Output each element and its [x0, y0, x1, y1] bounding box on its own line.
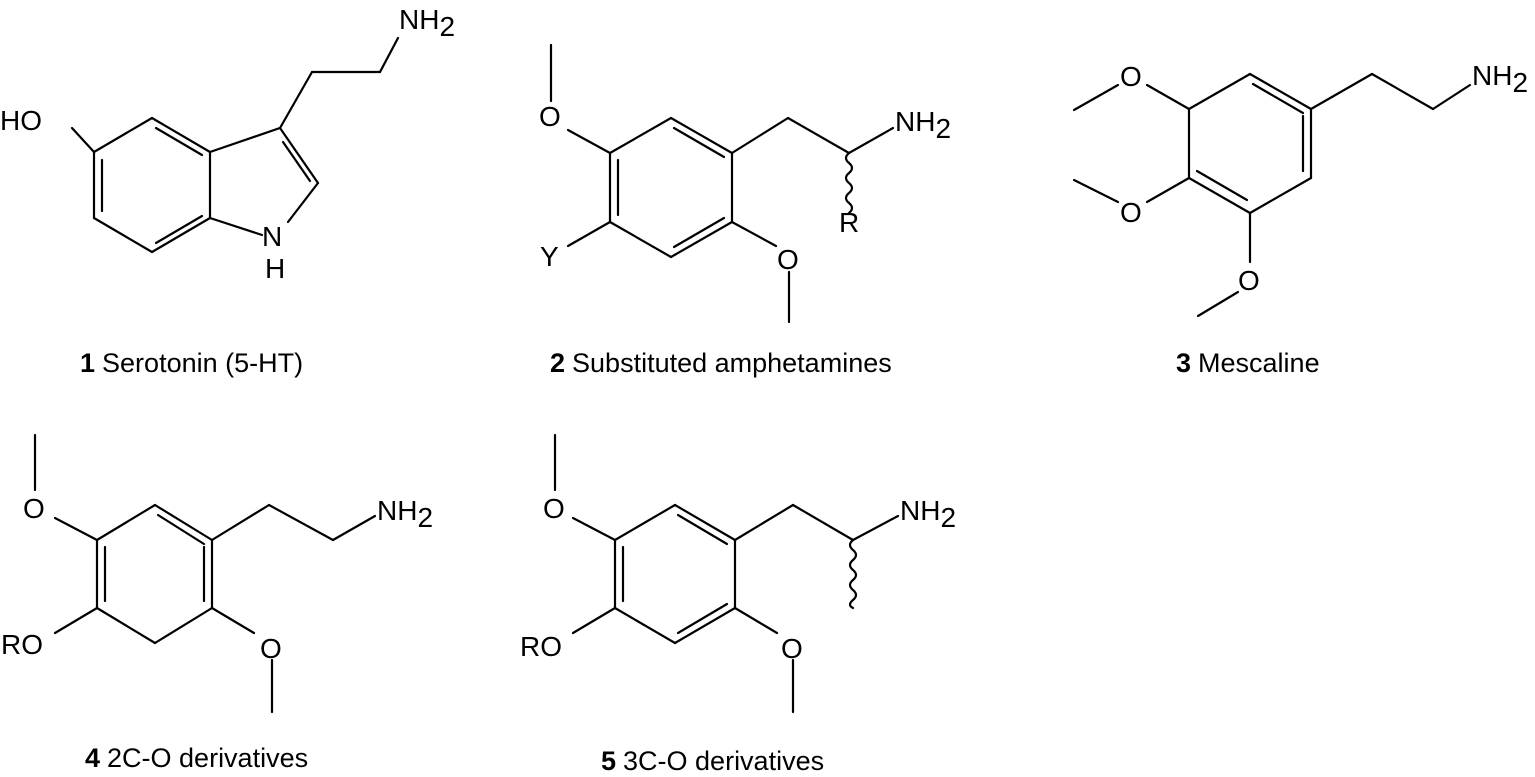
2c-o-amine-subscript: 2 [417, 502, 433, 533]
3c-o-ro-label: RO [520, 631, 562, 662]
structure-serotonin: HO NH2 N H [0, 4, 455, 284]
serotonin-amine-label: NH2 [399, 4, 455, 42]
amphetamines-amine-text: NH [895, 106, 935, 137]
caption-mescaline-number: 3 [1176, 348, 1192, 378]
3c-o-oxygen-label-1: O [543, 493, 565, 524]
amphetamines-oxygen-label-2: O [777, 244, 799, 275]
mescaline-oxygen-label-1: O [1120, 61, 1142, 92]
2c-o-oxygen-label-1: O [23, 493, 45, 524]
amphetamines-y-label: Y [540, 241, 559, 272]
caption-amphetamines-name: Substituted amphetamines [572, 348, 892, 378]
mescaline-amine-text: NH [1472, 60, 1512, 91]
mescaline-amine-subscript: 2 [1512, 67, 1528, 98]
amphetamines-r-label: R [839, 207, 859, 238]
mescaline-oxygen-label-2: O [1120, 197, 1142, 228]
amphetamines-oxygen-label-1: O [539, 101, 561, 132]
2c-o-amine-text: NH [377, 495, 417, 526]
serotonin-bonds [70, 36, 400, 254]
caption-serotonin-number: 1 [80, 348, 96, 378]
serotonin-hydroxyl-label: HO [0, 105, 42, 136]
caption-2c-o-name: 2C-O derivatives [107, 743, 309, 773]
structure-3c-o-derivatives: O O RO NH2 [520, 433, 956, 714]
structure-mescaline: O O O NH2 [1072, 60, 1528, 318]
caption-amphetamines-number: 2 [550, 348, 566, 378]
3c-o-oxygen-label-2: O [781, 633, 803, 664]
3c-o-amine-subscript: 2 [940, 502, 956, 533]
caption-3c-o-number: 5 [601, 746, 617, 776]
caption-serotonin-name: Serotonin (5-HT) [102, 348, 304, 378]
mescaline-bonds [1072, 72, 1472, 318]
3c-o-amine-label: NH2 [900, 495, 956, 533]
amphetamines-amine-label: NH2 [895, 106, 951, 144]
caption-2c-o-number: 4 [85, 743, 101, 773]
serotonin-nh-label: N [262, 221, 282, 252]
3c-o-bonds [553, 433, 900, 714]
mescaline-oxygen-label-3: O [1238, 265, 1260, 296]
structure-substituted-amphetamines: O O NH2 R Y [539, 43, 951, 324]
2c-o-amine-label: NH2 [377, 495, 433, 533]
structure-2c-o-derivatives: O O RO NH2 [1, 433, 433, 714]
caption-mescaline-name: Mescaline [1198, 348, 1320, 378]
mescaline-amine-label: NH2 [1472, 60, 1528, 98]
caption-3c-o-name: 3C-O derivatives [623, 746, 825, 776]
amphetamines-bonds [549, 43, 895, 324]
amphetamines-amine-subscript: 2 [935, 113, 951, 144]
2c-o-oxygen-label-2: O [260, 633, 282, 664]
serotonin-amine-text: NH [399, 4, 439, 35]
2c-o-ro-label: RO [1, 629, 43, 660]
serotonin-amine-subscript: 2 [439, 11, 455, 42]
2c-o-bonds [33, 433, 377, 714]
3c-o-amine-text: NH [900, 495, 940, 526]
serotonin-nh-h-label: H [265, 253, 285, 284]
